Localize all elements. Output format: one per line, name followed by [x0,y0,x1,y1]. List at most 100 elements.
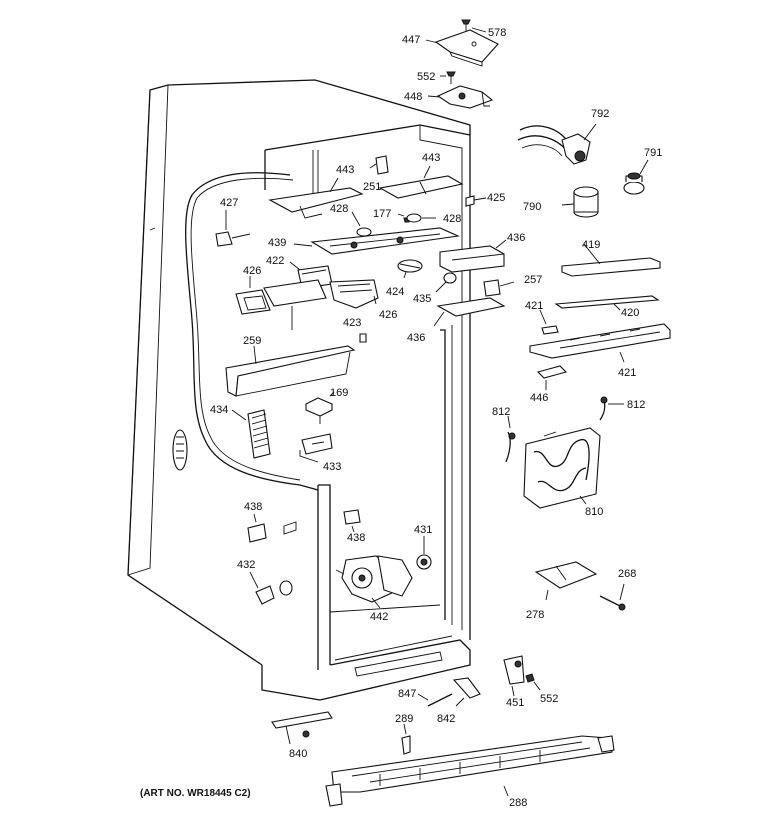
part-426-light-housing-right [329,279,379,309]
cabinet-case [127,79,471,701]
label-552: 552 [417,71,435,83]
label-439: 439 [268,237,286,249]
label-288: 288 [509,797,527,809]
art-number: (ART NO. WR18445 C2) [140,788,251,799]
part-257-switch [483,279,515,297]
label-436-upper: 436 [507,232,525,244]
label-847: 847 [398,688,416,700]
wire-harness [185,172,319,491]
label-448: 448 [404,91,422,103]
part-446-clip [536,365,568,390]
part-552-screw [440,71,456,84]
label-438-right: 438 [347,532,365,544]
part-792-valve-harness [517,123,597,165]
part-428-washer-right [406,213,436,223]
label-435: 435 [413,293,431,305]
part-268-screw [599,583,626,611]
label-446: 446 [530,392,548,404]
part-289-clip [401,723,411,755]
label-427: 427 [220,197,238,209]
part-424-fan [397,259,423,279]
label-257: 257 [524,274,542,286]
label-436-lower: 436 [407,332,425,344]
label-423: 423 [343,317,361,329]
part-438-connector-right [343,509,361,533]
label-434: 434 [210,404,228,416]
part-169-knob [305,391,335,424]
label-791: 791 [644,147,662,159]
label-426-right: 426 [379,309,397,321]
label-790: 790 [523,201,541,213]
label-451: 451 [506,697,524,709]
label-278: 278 [526,609,544,621]
part-448-hinge [427,85,494,109]
label-812-left: 812 [492,406,510,418]
part-436-housing-upper [439,239,507,273]
part-578-screw [461,19,487,33]
part-428-knob-left [351,211,372,237]
label-552-lower: 552 [540,693,558,705]
part-810-heater [523,427,601,509]
part-438-connector-left [247,513,297,543]
part-812-tube-right [599,396,624,421]
label-428-left: 428 [330,203,348,215]
part-288-toe-grille [325,735,615,807]
label-810: 810 [585,506,603,518]
label-419: 419 [582,239,600,251]
label-421-lower: 421 [618,367,636,379]
label-421-upper: 421 [525,300,543,312]
part-442-damper [335,555,413,609]
part-451-bracket [503,655,525,697]
part-426-shield-left [235,276,271,315]
part-427-lamp-socket [215,210,251,247]
label-169: 169 [330,387,348,399]
label-842: 842 [437,713,455,725]
part-labels: 578 447 552 448 792 791 790 443 443 251 … [210,27,662,809]
label-425: 425 [487,192,505,204]
part-439-control-panel [293,227,460,255]
part-251-switch [369,155,389,175]
part-436-cover-lower [433,297,506,327]
label-792: 792 [591,108,609,120]
part-790-motor [561,186,599,218]
label-443-left: 443 [336,164,354,176]
label-447: 447 [402,34,420,46]
part-552-screw-lower [525,673,541,691]
label-432: 432 [237,559,255,571]
label-428-right: 428 [443,213,461,225]
part-840-hinge-pin [271,711,333,745]
part-419-rail [561,243,661,277]
label-443-right: 443 [422,152,440,164]
part-426-duct [263,279,327,330]
part-812-tube-left [505,415,516,463]
label-424: 424 [386,286,404,298]
part-425-clip [465,195,487,207]
label-431: 431 [414,524,432,536]
label-438-left: 438 [244,501,262,513]
label-442: 442 [370,611,388,623]
label-420: 420 [621,307,639,319]
part-423-bulb [359,333,367,343]
part-421-shelf-rail [529,323,671,363]
label-812-right: 812 [627,399,645,411]
label-578: 578 [488,27,506,39]
label-426-left: 426 [243,265,261,277]
part-433-bracket [299,433,333,463]
part-447-hinge-cover [425,29,499,67]
label-251: 251 [363,181,381,193]
part-791-knob [623,159,649,195]
label-422: 422 [266,255,284,267]
part-435-lamp [435,272,457,293]
part-434-grille [231,409,271,459]
label-840: 840 [289,748,307,760]
part-432-plug [249,571,293,605]
part-443-bracket-left [268,177,364,219]
part-842-clip [452,677,481,707]
label-177: 177 [373,208,391,220]
part-420-rail [554,295,660,311]
label-433: 433 [323,461,341,473]
part-443-bracket-right [378,165,464,199]
part-847-screw [417,693,453,707]
label-259: 259 [243,335,261,347]
